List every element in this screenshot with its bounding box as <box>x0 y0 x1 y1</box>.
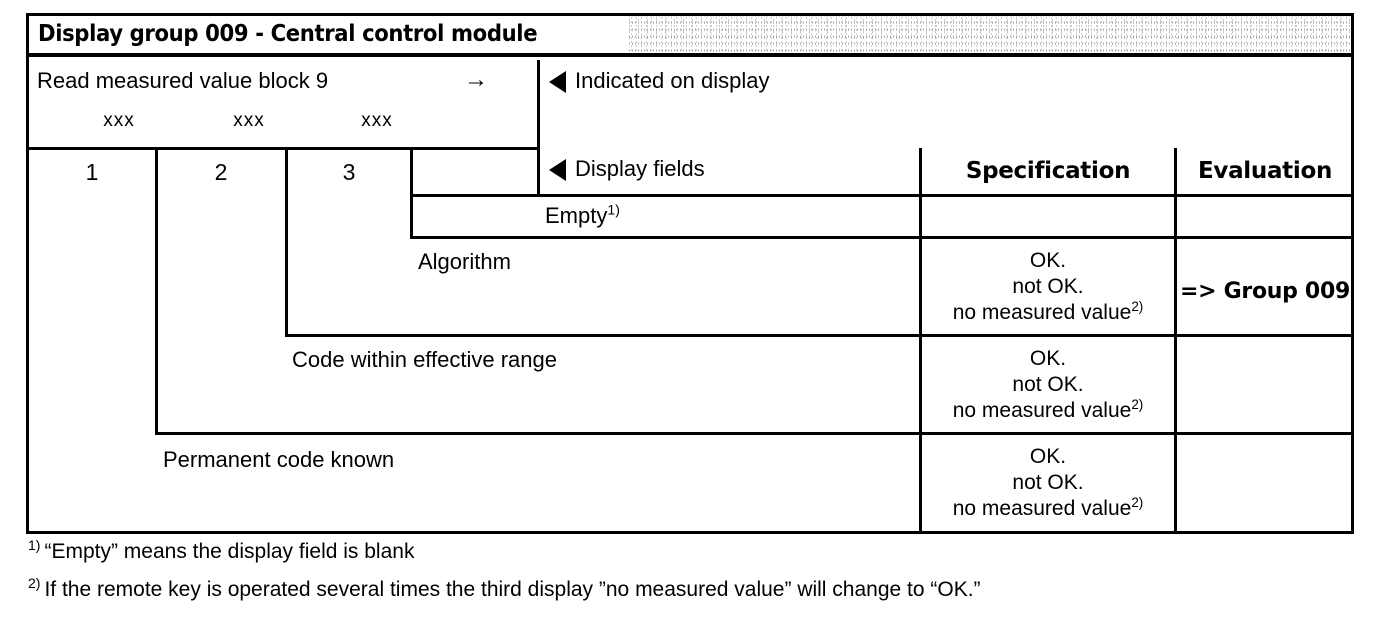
display-fields-cell: Display fields <box>537 148 1351 194</box>
display-field-number-1: 1 <box>85 159 99 185</box>
placeholder-value-1: xxx <box>103 110 135 131</box>
row-label-algorithm: Algorithm <box>418 249 511 275</box>
indicated-on-display-cell: Indicated on display <box>537 60 1351 148</box>
spec-line-ok: OK. <box>1029 445 1067 468</box>
footnote-1: 1)“Empty” means the display field is bla… <box>28 537 415 564</box>
footnote-2-mark: 2) <box>28 575 41 591</box>
spec-line-no-measured-value-text: no measured value <box>952 497 1132 520</box>
step-rule-empty-row <box>410 194 1351 197</box>
step-rule-permanent-code-row <box>155 432 1351 435</box>
specification-cell-code-range: OK. not OK. no measured value2) <box>922 346 1174 424</box>
footnote-ref-2: 2) <box>1131 495 1144 510</box>
row-label-code-within-effective-range: Code within effective range <box>292 347 557 373</box>
read-block-label: Read measured value block 9 <box>37 68 329 93</box>
spec-line-ok: OK. <box>1029 249 1067 272</box>
footnote-ref-1: 1) <box>607 201 620 218</box>
spec-line-no-measured-value: no measured value2) <box>922 496 1174 522</box>
display-fields-label: Display fields <box>575 156 705 181</box>
footnote-ref-2: 2) <box>1131 397 1144 412</box>
placeholder-value-3: xxx <box>361 110 393 131</box>
staircase-rule-col2 <box>285 150 288 335</box>
left-triangle-icon <box>549 159 566 181</box>
footnote-1-mark: 1) <box>28 537 41 553</box>
table-title: Display group 009 - Central control modu… <box>38 21 538 47</box>
staircase-rule-col1 <box>155 150 158 433</box>
spec-line-no-measured-value-text: no measured value <box>952 301 1132 324</box>
spec-line-no-measured-value-text: no measured value <box>952 399 1132 422</box>
row-label-permanent-code-text: Permanent code known <box>163 447 395 472</box>
spec-line-not-ok: not OK. <box>1012 373 1084 396</box>
header-specification: Specification <box>965 158 1131 184</box>
step-rule-algorithm-row <box>410 236 1351 239</box>
table-outer-frame <box>26 13 1354 534</box>
rule-evaluation-left <box>1174 148 1177 532</box>
indicated-on-display-label: Indicated on display <box>575 68 770 93</box>
right-arrow-icon: → <box>464 66 488 93</box>
rule-under-read-block <box>29 147 537 150</box>
table-title-band: Display group 009 - Central control modu… <box>29 16 1351 57</box>
read-measured-value-block: Read measured value block 9 → xxx xxx xx… <box>29 60 537 148</box>
scan-noise-texture <box>629 16 1351 53</box>
left-triangle-icon <box>549 71 566 93</box>
display-field-number-2: 2 <box>214 159 228 185</box>
spec-line-not-ok: not OK. <box>1012 471 1084 494</box>
indicated-on-display-callout: Indicated on display <box>549 68 769 94</box>
footnote-2-text: If the remote key is operated several ti… <box>44 578 981 601</box>
row-label-code-range-text: Code within effective range <box>292 347 557 372</box>
rule-specification-left <box>919 148 922 532</box>
display-field-number-3: 3 <box>342 159 356 185</box>
row-label-empty-text: Empty <box>545 203 608 228</box>
placeholder-row: xxx xxx xxx <box>29 110 537 140</box>
spec-line-no-measured-value: no measured value2) <box>922 300 1174 326</box>
display-fields-callout: Display fields <box>549 156 705 182</box>
staircase-rule-col3 <box>410 150 413 237</box>
row-label-algorithm-text: Algorithm <box>418 249 511 274</box>
row-label-permanent-code-known: Permanent code known <box>163 447 394 473</box>
specification-cell-permanent-code: OK. not OK. no measured value2) <box>922 444 1174 522</box>
footnote-ref-2: 2) <box>1131 299 1144 314</box>
spec-line-no-measured-value: no measured value2) <box>922 398 1174 424</box>
header-evaluation: Evaluation <box>1197 158 1333 184</box>
specification-cell-algorithm: OK. not OK. no measured value2) <box>922 248 1174 326</box>
evaluation-cell-group-009: => Group 009 <box>1180 279 1350 304</box>
row-label-empty: Empty1) <box>545 203 620 229</box>
footnote-1-text: “Empty” means the display field is blank <box>44 540 415 563</box>
placeholder-value-2: xxx <box>233 110 265 131</box>
step-rule-code-range-row <box>285 334 1351 337</box>
spec-line-ok: OK. <box>1029 347 1067 370</box>
footnote-2: 2)If the remote key is operated several … <box>28 575 981 602</box>
spec-line-not-ok: not OK. <box>1012 275 1084 298</box>
